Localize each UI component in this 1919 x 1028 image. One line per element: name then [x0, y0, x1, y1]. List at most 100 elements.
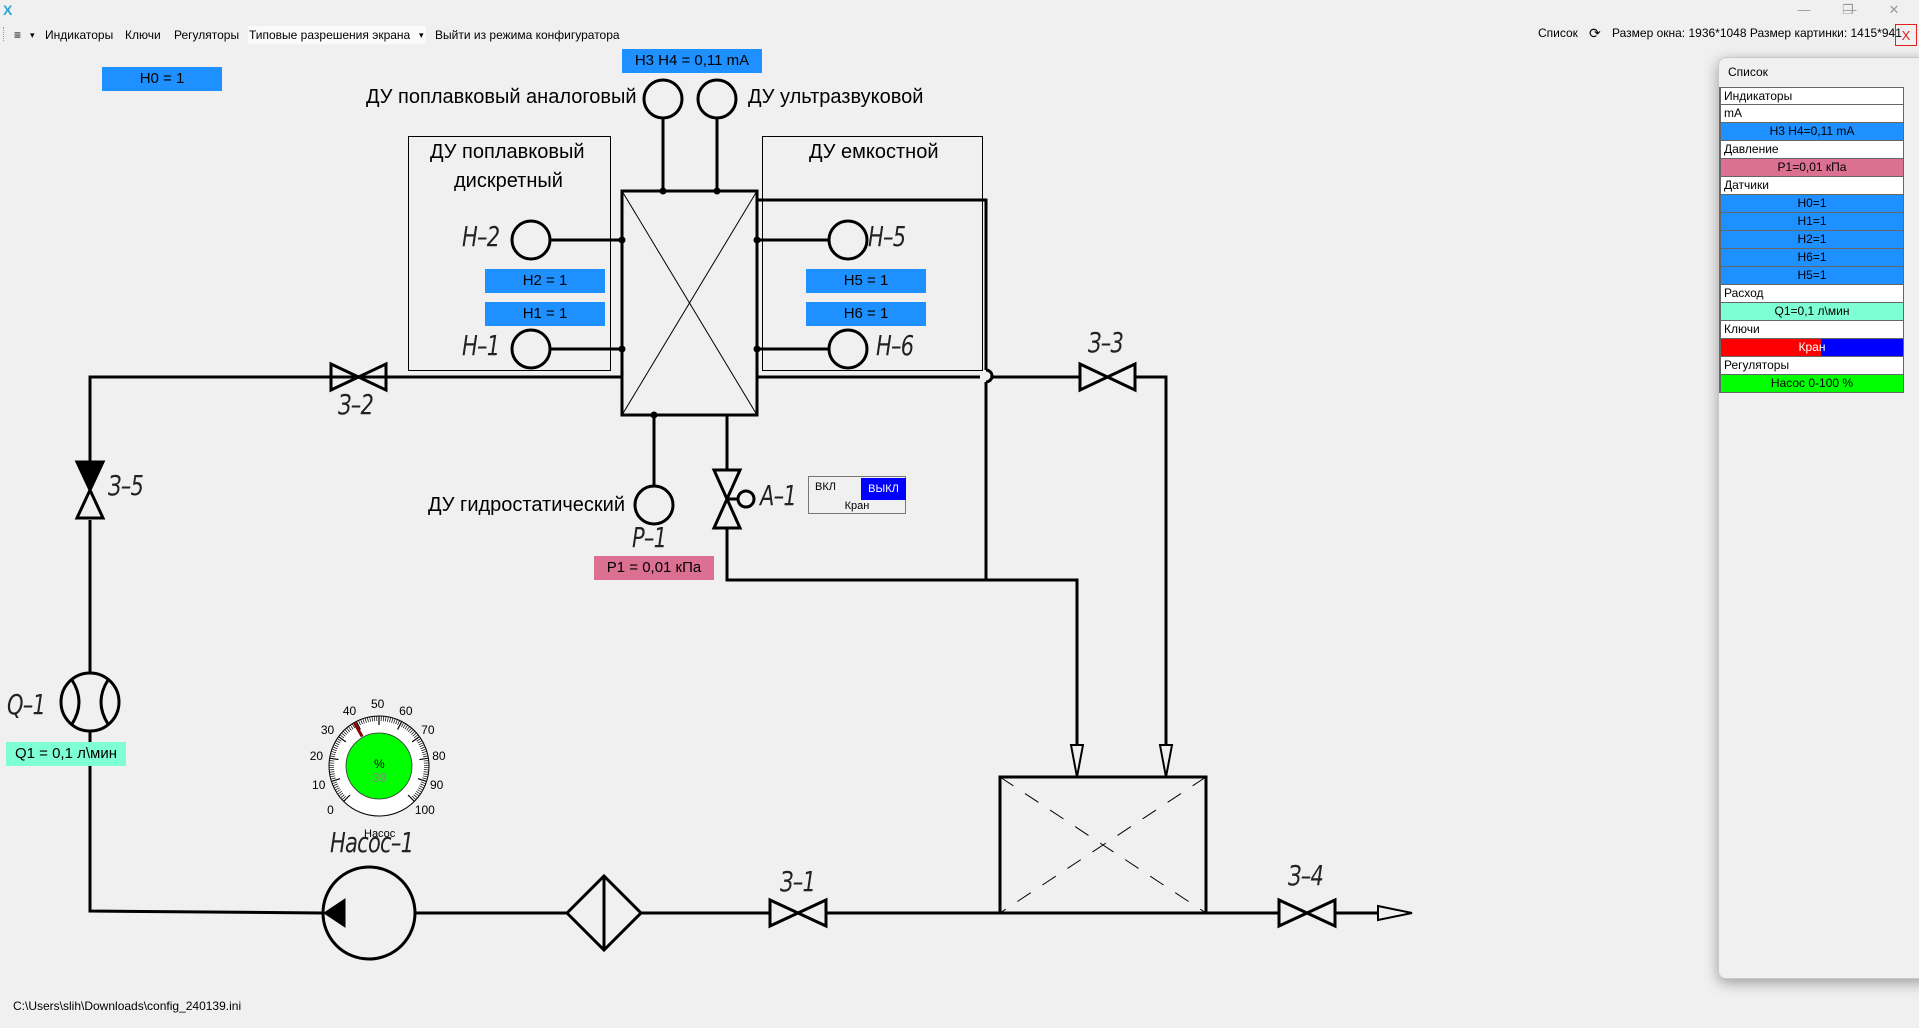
menu-screen-resolutions[interactable]: Типовые разрешения экрана: [248, 26, 426, 44]
gauge-tick-label: 100: [414, 802, 435, 817]
sensor-h2: [510, 219, 552, 261]
gauge-minor-tick: [351, 723, 356, 729]
panel-value-row[interactable]: Насос 0-100 %: [1720, 375, 1904, 393]
indicator-h5[interactable]: H5 = 1: [806, 269, 926, 293]
pump-gauge[interactable]: [328, 715, 430, 817]
valve-switch[interactable]: ВКЛ ВЫКЛ Кран: [808, 476, 906, 514]
panel-value-row[interactable]: H3 H4=0,11 mA: [1720, 123, 1904, 141]
gauge-minor-tick: [333, 785, 339, 789]
gauge-tick-label: 90: [429, 778, 444, 793]
gauge-minor-tick: [423, 771, 429, 773]
gauge-minor-tick: [336, 789, 341, 793]
gauge-minor-tick: [337, 738, 342, 742]
panel-value-row[interactable]: H1=1: [1720, 213, 1904, 231]
gauge-minor-tick: [417, 789, 422, 793]
switch-off-button[interactable]: ВЫКЛ: [861, 478, 906, 500]
tag-a1: A–1: [760, 479, 797, 512]
sensor-h5: [827, 219, 869, 261]
gauge-minor-tick: [341, 796, 346, 800]
menu-dropdown-icon[interactable]: ▾: [30, 30, 35, 40]
resolutions-dropdown-icon[interactable]: ▾: [419, 30, 424, 40]
gauge-minor-tick: [329, 771, 335, 773]
refresh-icon[interactable]: ⟳: [1589, 25, 1601, 41]
gauge-minor-tick: [393, 718, 396, 724]
gauge-unit: %: [374, 757, 385, 771]
minimize-button[interactable]: —: [1843, 2, 1857, 17]
menu-keys[interactable]: Ключи: [125, 28, 161, 42]
gauge-minor-tick: [341, 732, 346, 737]
gauge-minor-tick: [329, 755, 336, 758]
gauge-minor-tick: [423, 773, 429, 775]
gauge-major-tick: [417, 778, 427, 783]
panel-value-row[interactable]: Q1=0,1 л\мин: [1720, 303, 1904, 321]
tag-h2: H–2: [462, 220, 500, 253]
indicator-h1[interactable]: H1 = 1: [485, 302, 605, 326]
minimize-window-button[interactable]: —: [1797, 2, 1811, 17]
maximize-window-button[interactable]: ❐: [1842, 2, 1854, 17]
gauge-minor-tick: [362, 718, 365, 724]
panel-title: Список: [1728, 65, 1768, 79]
tag-p1: P–1: [632, 521, 667, 554]
gauge-minor-tick: [366, 717, 369, 723]
gauge-minor-tick: [329, 773, 335, 775]
gauge-minor-tick: [402, 723, 407, 729]
panel-value-row[interactable]: H2=1: [1720, 231, 1904, 249]
list-toggle-button[interactable]: Список: [1538, 26, 1578, 40]
indicator-h6[interactable]: H6 = 1: [806, 302, 926, 326]
switch-on-button[interactable]: ВКЛ: [815, 481, 836, 493]
gauge-major-tick: [331, 778, 341, 783]
panel-value-row[interactable]: H0=1: [1720, 195, 1904, 213]
gauge-minor-tick: [422, 755, 429, 758]
menu-regulators[interactable]: Регуляторы: [174, 28, 240, 42]
float-analog-sensor: [642, 78, 684, 120]
gauge-minor-tick: [412, 732, 417, 737]
gauge-minor-tick: [340, 794, 345, 799]
gauge-minor-tick: [346, 727, 351, 733]
panel-value-row[interactable]: H5=1: [1720, 267, 1904, 285]
gauge-minor-tick: [332, 781, 338, 785]
indicator-q1[interactable]: Q1 = 0,1 л\мин: [6, 742, 126, 766]
gauge-minor-tick: [391, 717, 394, 723]
panel-value-row[interactable]: P1=0,01 кПа: [1720, 159, 1904, 177]
toolbar-grip[interactable]: [3, 27, 5, 41]
gauge-minor-tick: [413, 734, 419, 739]
gauge-major-tick: [329, 757, 339, 761]
close-window-button[interactable]: ✕: [1888, 2, 1900, 17]
switch-caption: Кран: [844, 500, 870, 512]
indicator-h0[interactable]: H0 = 1: [102, 67, 222, 91]
indicator-h2[interactable]: H2 = 1: [485, 269, 605, 293]
indicator-p1[interactable]: P1 = 0,01 кПа: [594, 556, 714, 580]
gauge-minor-tick: [411, 730, 416, 735]
gauge-minor-tick: [412, 796, 417, 800]
panel-value-row[interactable]: H6=1: [1720, 249, 1904, 267]
capacitive-frame: [762, 136, 983, 371]
panel-value-row[interactable]: Кран: [1720, 339, 1904, 357]
tag-z5: З–5: [108, 469, 144, 502]
gauge-tick-label: 20: [309, 749, 324, 764]
gauge-tick-label: 10: [312, 778, 326, 793]
hamburger-menu-icon[interactable]: ≡: [14, 28, 22, 42]
gauge-minor-tick: [421, 748, 427, 752]
indicator-h3h4[interactable]: H3 H4 = 0,11 mA: [622, 49, 762, 73]
menu-indicators[interactable]: Индикаторы: [45, 28, 114, 42]
gauge-minor-tick: [333, 744, 339, 748]
config-file-path: C:\Users\slih\Downloads\config_240139.in…: [13, 999, 242, 1013]
gauge-minor-tick: [337, 791, 342, 795]
gauge-minor-tick: [422, 777, 428, 780]
menu-exit-configurator[interactable]: Выйти из режима конфигуратора: [435, 28, 620, 42]
gauge-minor-tick: [400, 722, 405, 728]
gauge-minor-tick: [395, 719, 398, 725]
gauge-minor-tick: [422, 753, 428, 756]
gauge-minor-tick: [369, 716, 371, 722]
outflow-arrow: [1377, 904, 1413, 922]
gauge-minor-tick: [332, 783, 338, 787]
gauge-minor-tick: [358, 720, 361, 726]
gauge-minor-tick: [413, 794, 418, 799]
gauge-minor-tick: [418, 742, 424, 746]
exit-close-button[interactable]: X: [1895, 24, 1917, 46]
gauge-minor-tick: [407, 727, 412, 733]
gauge-minor-tick: [404, 724, 409, 730]
tag-z1: З–1: [780, 865, 816, 898]
